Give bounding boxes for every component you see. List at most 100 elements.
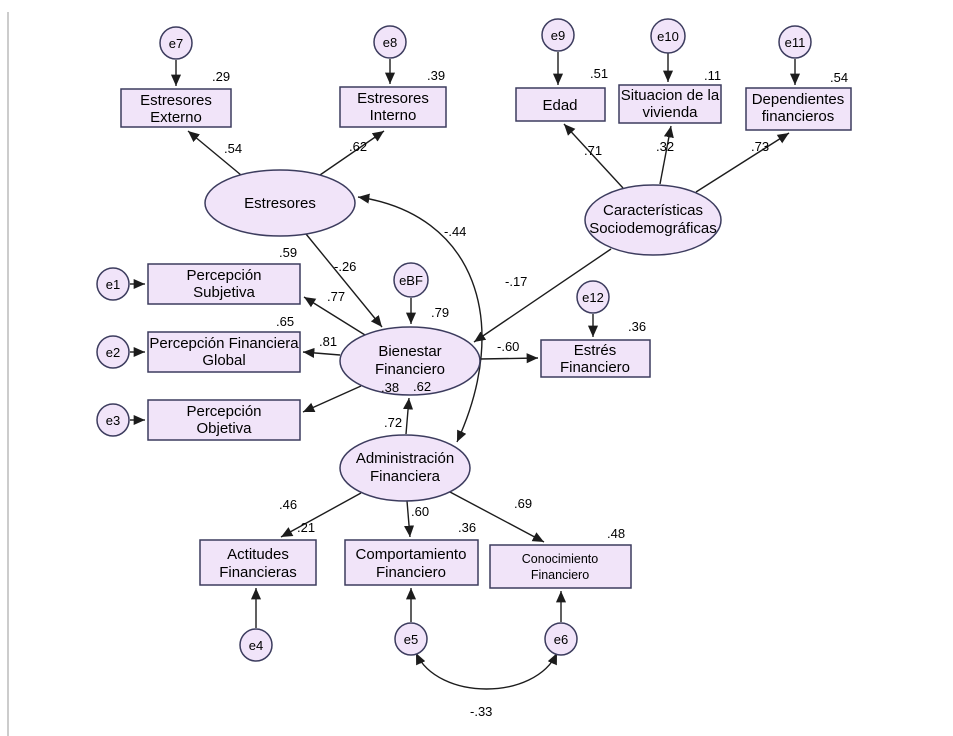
path-bienestar-to-estres <box>479 353 539 364</box>
error-label-e5: e5 <box>404 632 418 647</box>
coef-cov-e5-e6: -.33 <box>470 704 492 719</box>
error-node-e4 <box>239 628 273 662</box>
coef-caracteristicas-to-situacion: .32 <box>656 139 674 154</box>
error-label-e6: e6 <box>554 632 568 647</box>
path-administracion-to-actitudes <box>280 492 362 538</box>
label-conocimiento-2: Financiero <box>531 568 589 582</box>
r2-situacion: .11 <box>704 68 721 83</box>
path-caracteristicas-to-situacion <box>659 125 674 185</box>
label-caracteristicas-1: Características <box>603 202 703 219</box>
error-label-e3: e3 <box>106 413 120 428</box>
label-global-1: Percepción Financiera <box>149 335 299 352</box>
label-global-2: Global <box>202 352 245 369</box>
coef-bienestar-to-subjetiva: .77 <box>327 289 345 304</box>
path-bienestar-to-objetiva <box>302 385 362 413</box>
label-actitudes-2: Financieras <box>219 564 297 581</box>
error-label-e11: e11 <box>785 35 806 50</box>
coef-caracteristicas-to-bienestar: -.17 <box>505 274 527 289</box>
path-estresores-to-externo <box>187 130 242 176</box>
label-edad: Edad <box>542 97 577 114</box>
r2-dependientes: .54 <box>830 70 848 85</box>
coef-administracion-to-comportamiento: .60 <box>411 504 429 519</box>
coef-administracion-to-bienestar: .72 <box>384 415 402 430</box>
path-bienestar-to-subjetiva <box>303 296 366 336</box>
error-node-e5 <box>394 622 428 656</box>
r2-comportamiento: .36 <box>458 520 476 535</box>
label-estres-2: Financiero <box>560 359 630 376</box>
label-bienestar-1: Bienestar <box>378 343 441 360</box>
path-cov-estresores-administracion <box>357 193 483 443</box>
error-node-ebf <box>393 262 429 298</box>
error-label-e7: e7 <box>169 36 183 51</box>
label-estresores-interno-1: Estresores <box>357 90 429 107</box>
path-caracteristicas-to-bienestar <box>473 248 612 343</box>
label-administracion-2: Financiera <box>370 468 441 485</box>
coef-cov-estresores-administracion: -.44 <box>444 224 466 239</box>
r2-subjetiva: .59 <box>279 245 297 260</box>
error-node-e7 <box>159 26 193 60</box>
error-node-e10 <box>650 18 686 54</box>
label-actitudes-1: Actitudes <box>227 546 289 563</box>
observed-percepcion-global <box>147 331 301 373</box>
path-estresores-to-bienestar <box>305 233 383 328</box>
error-label-e8: e8 <box>383 35 397 50</box>
observed-comportamiento <box>344 539 479 586</box>
coef-estresores-to-bienestar: -.26 <box>334 259 356 274</box>
error-label-e2: e2 <box>106 345 120 360</box>
error-label-e12: e12 <box>582 290 604 305</box>
error-label-e10: e10 <box>657 29 679 44</box>
observed-situacion-vivienda <box>618 84 722 124</box>
path-bienestar-to-global <box>302 347 341 358</box>
observed-estresores-interno <box>339 86 447 128</box>
coef-bienestar-to-estres: -.60 <box>497 339 519 354</box>
label-bienestar-2: Financiero <box>375 361 445 378</box>
label-estres-1: Estrés <box>574 342 617 359</box>
path-caracteristicas-to-dependientes <box>695 132 790 193</box>
r2-conocimiento: .48 <box>607 526 625 541</box>
error-label-ebf: eBF <box>399 273 423 288</box>
path-cov-e5-e6 <box>415 652 558 690</box>
error-node-e9 <box>541 18 575 52</box>
error-node-e11 <box>778 25 812 59</box>
label-dependientes-1: Dependientes <box>752 91 845 108</box>
r2-edad: .51 <box>590 66 608 81</box>
observed-conocimiento <box>489 544 632 589</box>
observed-dependientes <box>745 87 852 131</box>
path-estresores-to-interno <box>319 130 385 176</box>
coef-administracion-to-conocimiento: .69 <box>514 496 532 511</box>
label-comportamiento-2: Financiero <box>376 564 446 581</box>
r2-actitudes: .21 <box>297 520 315 535</box>
label-estresores: Estresores <box>244 195 316 212</box>
observed-percepcion-objetiva <box>147 399 301 441</box>
label-situacion-2: vivienda <box>642 104 698 121</box>
coef-estresores-to-interno: .62 <box>349 139 367 154</box>
label-administracion-1: Administración <box>356 450 454 467</box>
error-node-e6 <box>544 622 578 656</box>
latent-administracion <box>339 434 471 502</box>
coef-estresores-to-externo: .54 <box>224 141 242 156</box>
r2-estresores-externo: .29 <box>212 69 230 84</box>
observed-estres-financiero <box>540 339 651 378</box>
observed-percepcion-subjetiva <box>147 263 301 305</box>
latent-caracteristicas <box>584 184 722 256</box>
label-caracteristicas-2: Sociodemográficas <box>589 220 717 237</box>
r2-objetiva: .38 <box>381 380 399 395</box>
error-label-e1: e1 <box>106 277 120 292</box>
error-node-e12 <box>576 280 610 314</box>
coef-bienestar-to-global: .81 <box>319 334 337 349</box>
observed-estresores-externo <box>120 88 232 128</box>
error-label-e4: e4 <box>249 638 263 653</box>
label-estresores-externo-2: Externo <box>150 109 202 126</box>
error-node-e3 <box>96 403 130 437</box>
label-estresores-interno-2: Interno <box>370 107 417 124</box>
error-label-e9: e9 <box>551 28 565 43</box>
label-objetiva-2: Objetiva <box>196 420 252 437</box>
path-administracion-to-comportamiento <box>404 500 415 538</box>
path-caracteristicas-to-edad <box>563 123 624 189</box>
label-situacion-1: Situacion de la <box>621 87 720 104</box>
latent-estresores <box>204 169 356 237</box>
observed-edad <box>515 87 606 122</box>
label-conocimiento-1: Conocimiento <box>522 552 598 566</box>
label-estresores-externo-1: Estresores <box>140 92 212 109</box>
